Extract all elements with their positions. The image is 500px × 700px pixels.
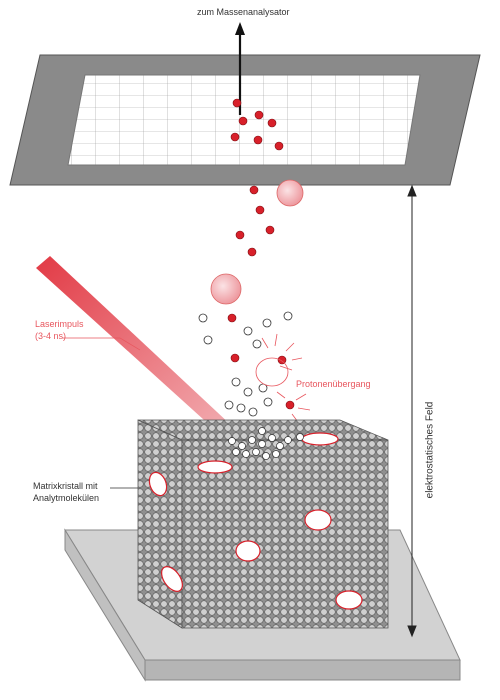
laser-label-line1: Laserimpuls (35, 319, 84, 329)
matrix-label: Matrixkristall mit Analytmolekülen (33, 480, 99, 504)
proton-transfer-label: Protonenübergang (296, 379, 371, 389)
laser-label: Laserimpuls (3-4 ns) (35, 318, 84, 342)
laser-label-line2: (3-4 ns) (35, 331, 67, 341)
desorption-plume (228, 427, 304, 460)
laser-beam (36, 256, 247, 448)
proton-transfer-marks (255, 333, 311, 423)
analyzer-label: zum Massenanalysator (197, 7, 290, 17)
matrix-label-line2: Analytmolekülen (33, 493, 100, 503)
analyte-molecules (148, 432, 363, 610)
matrix-label-line1: Matrixkristall mit (33, 481, 98, 491)
flying-ions (198, 179, 304, 417)
leader-lines (62, 337, 141, 351)
ions-on-plate (230, 98, 284, 151)
field-arrow (407, 184, 417, 638)
field-label: elektrostatisches Feld (424, 401, 436, 499)
